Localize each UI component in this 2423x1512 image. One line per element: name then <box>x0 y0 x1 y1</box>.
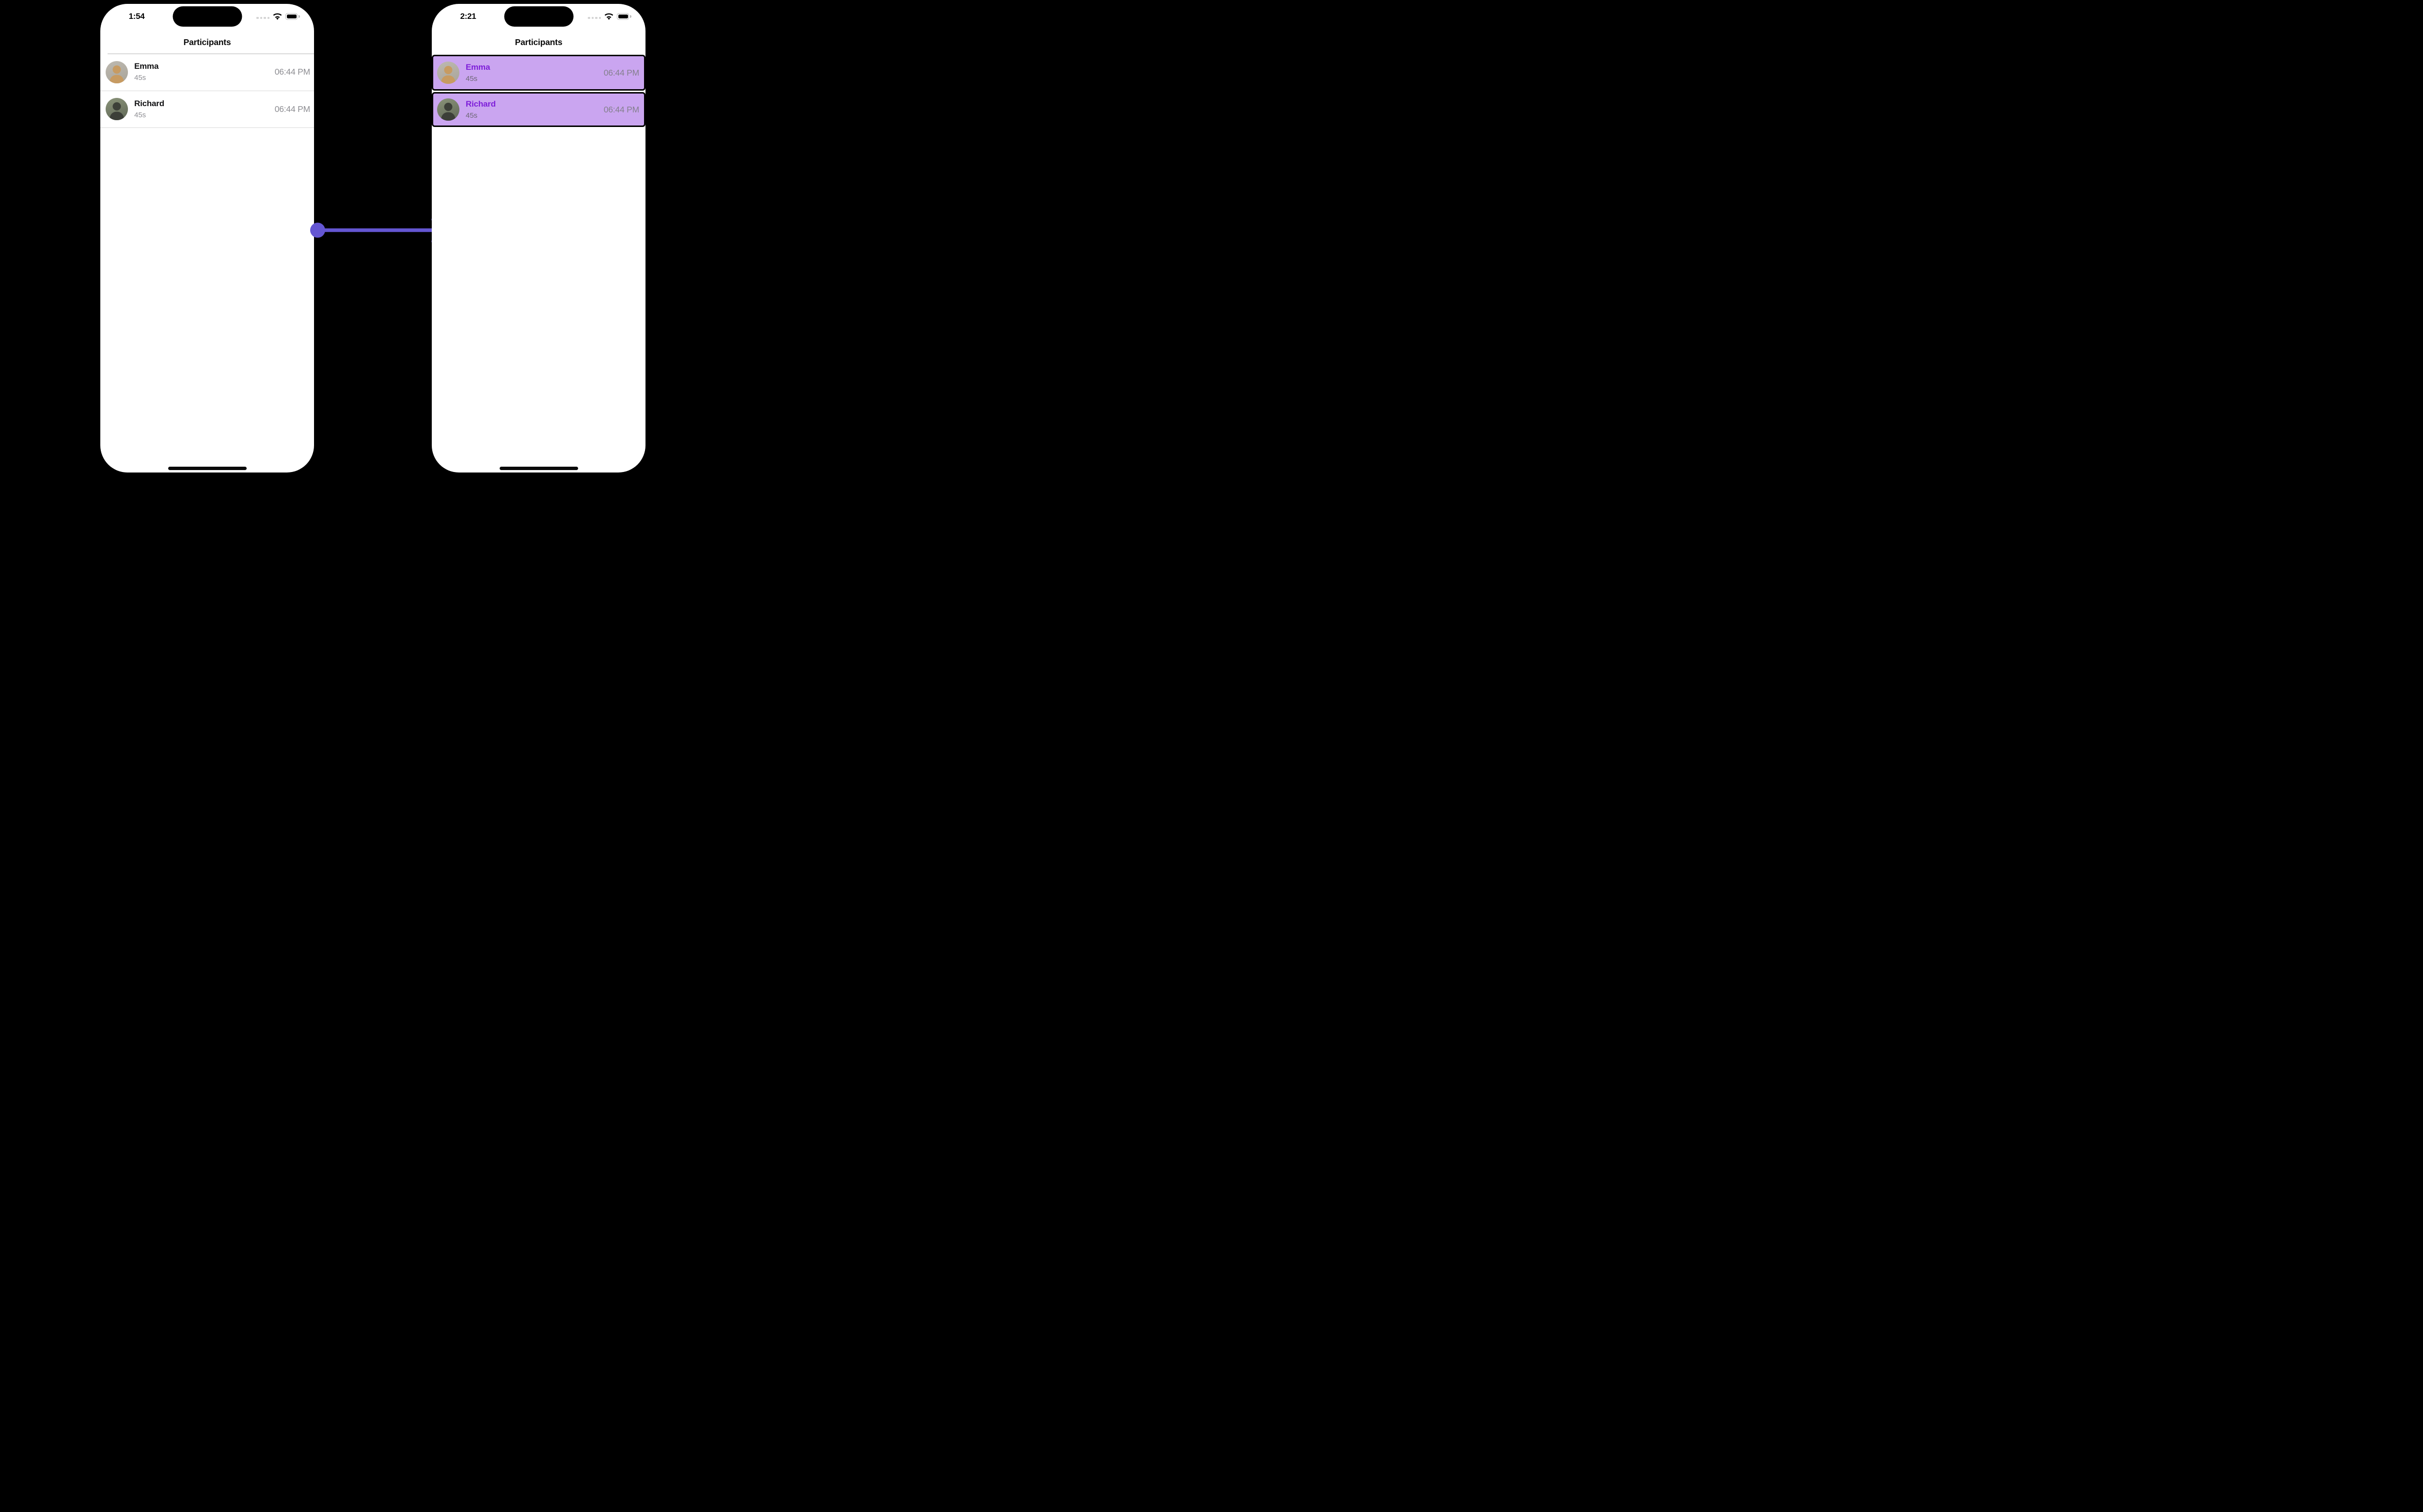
participant-row-richard-selected[interactable]: Richard 45s 06:44 PM <box>432 92 645 127</box>
wifi-icon <box>604 13 614 20</box>
participant-row-richard[interactable]: Richard 45s 06:44 PM <box>100 91 314 128</box>
page-title: Participants <box>515 37 563 47</box>
participant-name: Richard <box>134 98 164 108</box>
participant-time: 06:44 PM <box>603 104 640 114</box>
status-icons <box>588 13 632 20</box>
page-title: Participants <box>183 37 231 47</box>
status-bar: 1:54 <box>100 4 314 31</box>
participant-time: 06:44 PM <box>603 67 640 78</box>
participant-duration: 45s <box>134 110 146 119</box>
battery-icon <box>285 13 300 20</box>
dynamic-island <box>504 6 573 27</box>
participant-duration: 45s <box>466 74 478 83</box>
participant-time: 06:44 PM <box>274 67 311 77</box>
status-icons <box>256 13 300 20</box>
cellular-signal-icon <box>588 16 601 19</box>
avatar-emma <box>106 61 128 83</box>
participant-duration: 45s <box>134 74 146 82</box>
header-divider <box>108 53 314 54</box>
participant-name: Emma <box>466 62 490 72</box>
participant-row-emma-selected[interactable]: Emma 45s 06:44 PM <box>432 55 645 91</box>
phone-mockup-before: 1:54 Participants Emma 45s <box>100 4 314 472</box>
dynamic-island <box>173 6 242 27</box>
participant-name: Richard <box>466 99 496 109</box>
home-indicator[interactable] <box>499 467 578 470</box>
status-time: 1:54 <box>128 12 145 21</box>
phone-mockup-after: 2:21 Participants Emma 45s <box>432 4 645 472</box>
avatar-emma <box>437 62 459 84</box>
participant-row-emma[interactable]: Emma 45s 06:44 PM <box>100 54 314 91</box>
wifi-icon <box>272 13 283 20</box>
home-indicator[interactable] <box>168 467 247 470</box>
cellular-signal-icon <box>256 16 269 19</box>
participants-list: Emma 45s 06:44 PM Richard 45s 06:44 PM <box>432 55 645 128</box>
avatar-richard <box>437 98 459 121</box>
avatar-richard <box>106 98 128 121</box>
status-bar: 2:21 <box>432 4 645 31</box>
participant-time: 06:44 PM <box>274 104 311 114</box>
status-time: 2:21 <box>460 12 476 21</box>
participant-duration: 45s <box>466 111 478 120</box>
battery-icon <box>617 13 632 20</box>
participant-name: Emma <box>134 62 159 71</box>
participants-list: Emma 45s 06:44 PM Richard 45s 06:44 PM <box>100 54 314 128</box>
